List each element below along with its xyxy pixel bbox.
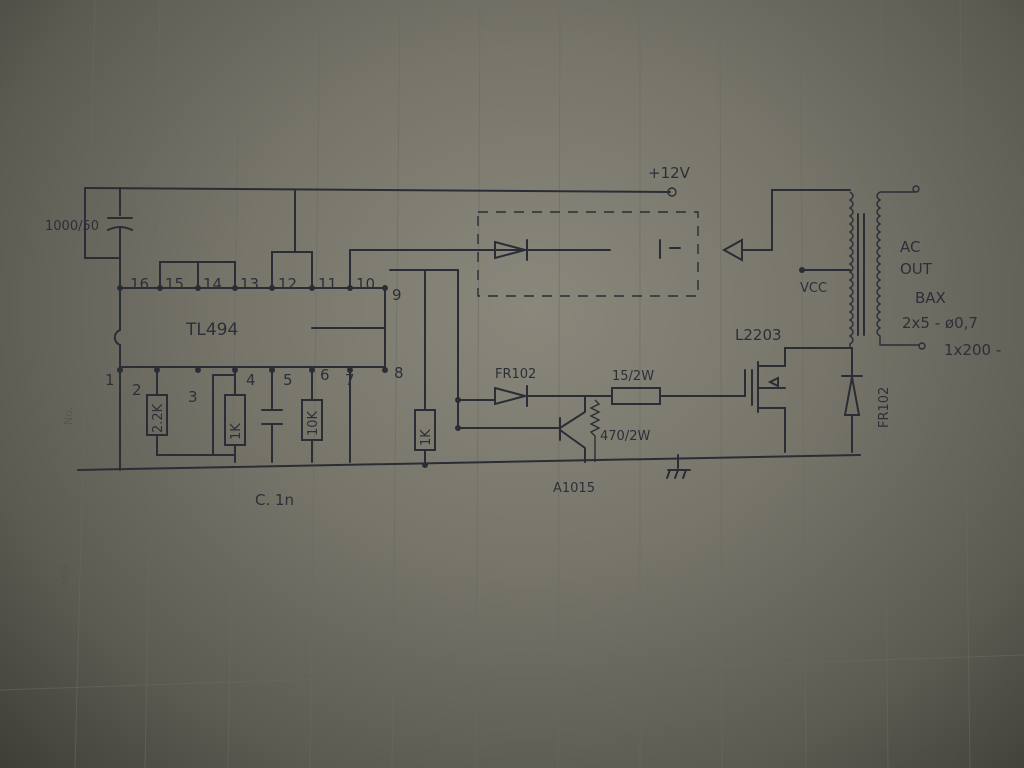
pin-6: 6 <box>320 366 330 384</box>
r-pin6-label: 10K <box>306 410 321 436</box>
pin-8: 8 <box>394 364 404 382</box>
output-label-out: OUT <box>900 260 933 278</box>
transistor-label: A1015 <box>553 481 595 496</box>
diode1-label: FR102 <box>495 367 536 382</box>
pin-1: 1 <box>105 371 115 389</box>
pin-11: 11 <box>318 275 337 293</box>
r-pin4-label: 1K <box>229 423 244 440</box>
output-label-ac: AC <box>900 238 920 256</box>
pin-9: 9 <box>392 286 402 304</box>
pin-3: 3 <box>188 388 198 406</box>
capacitor-label: 1000/50 <box>45 219 99 234</box>
mosfet-label: L2203 <box>735 326 782 344</box>
primary-winding-label: 2x5 - ø0,7 <box>902 314 978 332</box>
wiring <box>77 185 926 479</box>
date-label: Date <box>58 563 71 590</box>
ic-name: TL494 <box>185 320 238 340</box>
pin-12: 12 <box>278 275 297 293</box>
pin-7: 7 <box>345 371 355 389</box>
pin-14: 14 <box>203 275 222 293</box>
vcc-label: VCC <box>800 281 827 296</box>
pin-5: 5 <box>283 371 293 389</box>
ic-pin-labels: 1 2 3 4 5 6 7 8 9 10 11 12 13 14 15 16 <box>105 275 404 406</box>
secondary-winding-label: 1x200 - <box>944 341 1001 359</box>
pin-2: 2 <box>132 381 142 399</box>
gate-resistor-label: 15/2W <box>612 369 654 384</box>
supply-label: +12V <box>648 164 691 182</box>
pull-resistor-label: 470/2W <box>600 429 650 444</box>
core-label: BAX <box>915 289 946 307</box>
r-base-label: 1K <box>419 429 434 446</box>
no-label: No. <box>62 407 75 425</box>
r-pin2-label: 2.2K <box>151 403 166 433</box>
pin-16: 16 <box>130 275 149 293</box>
pin-10: 10 <box>356 275 375 293</box>
timing-cap-label: C. 1n <box>255 491 294 509</box>
pin-4: 4 <box>246 371 256 389</box>
diode2-label: FR102 <box>877 387 892 428</box>
pin-15: 15 <box>165 275 184 293</box>
pin-13: 13 <box>240 275 259 293</box>
